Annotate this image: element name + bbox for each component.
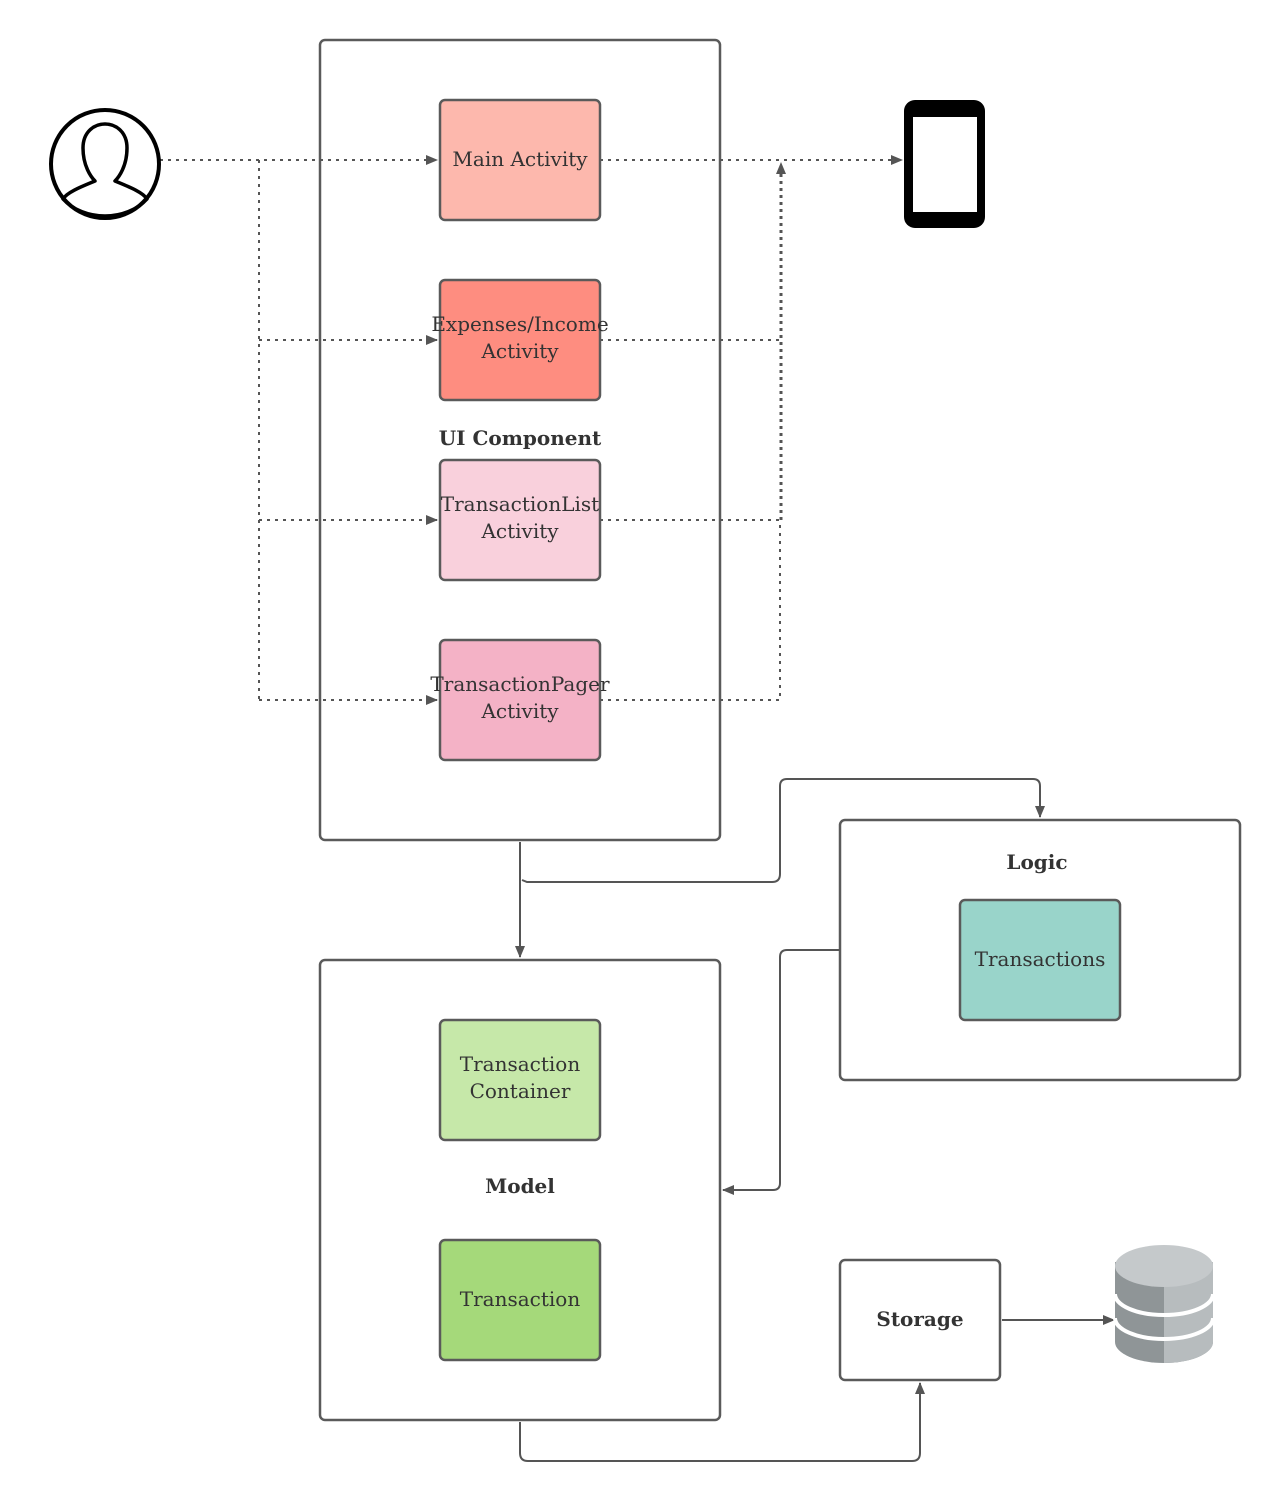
transaction-list-label-line2: Activity bbox=[480, 519, 559, 543]
ui-component-title: UI Component bbox=[439, 426, 602, 450]
transaction-pager-activity-box: TransactionPager Activity bbox=[430, 638, 610, 762]
transaction-container-label-line2: Container bbox=[470, 1079, 571, 1103]
transaction-label: Transaction bbox=[460, 1287, 581, 1311]
main-activity-label: Main Activity bbox=[452, 147, 588, 171]
transaction-list-activity-box: TransactionList Activity bbox=[438, 458, 602, 582]
solid-connectors bbox=[515, 778, 1115, 1462]
expenses-income-label-line1: Expenses/Income bbox=[431, 312, 608, 336]
transactions-logic-box: Transactions bbox=[958, 898, 1122, 1022]
transaction-pager-label-line2: Activity bbox=[480, 699, 559, 723]
user-icon bbox=[49, 108, 161, 220]
transaction-list-rect bbox=[438, 458, 602, 582]
transaction-box: Transaction bbox=[438, 1238, 602, 1362]
transaction-pager-rect bbox=[438, 638, 602, 762]
transaction-container-label-line1: Transaction bbox=[460, 1052, 581, 1076]
model-container bbox=[318, 958, 722, 1422]
expenses-income-rect bbox=[438, 278, 602, 402]
transactions-rect bbox=[958, 898, 1122, 1022]
main-activity-rect bbox=[438, 98, 602, 222]
storage-rect bbox=[838, 1258, 1002, 1382]
transaction-pager-label-line1: TransactionPager bbox=[430, 672, 610, 696]
main-activity-box: Main Activity bbox=[438, 98, 602, 222]
mobile-phone-icon bbox=[904, 100, 985, 228]
ui-component-container bbox=[318, 38, 722, 842]
transactions-label: Transactions bbox=[975, 947, 1106, 971]
logic-title: Logic bbox=[1006, 850, 1067, 874]
database-icon bbox=[1113, 1245, 1215, 1363]
model-title: Model bbox=[485, 1174, 555, 1198]
transaction-container-rect bbox=[438, 1018, 602, 1142]
transaction-rect bbox=[438, 1238, 602, 1362]
transaction-container-box: Transaction Container bbox=[438, 1018, 602, 1142]
storage-label: Storage bbox=[876, 1307, 963, 1331]
phone-flow-lines bbox=[600, 155, 903, 701]
user-flow-lines bbox=[160, 155, 438, 705]
expenses-income-activity-box: Expenses/Income Activity bbox=[431, 278, 609, 402]
expenses-income-label-line2: Activity bbox=[480, 339, 559, 363]
transaction-list-label-line1: TransactionList bbox=[441, 492, 599, 516]
storage-box: Storage bbox=[838, 1258, 1002, 1382]
